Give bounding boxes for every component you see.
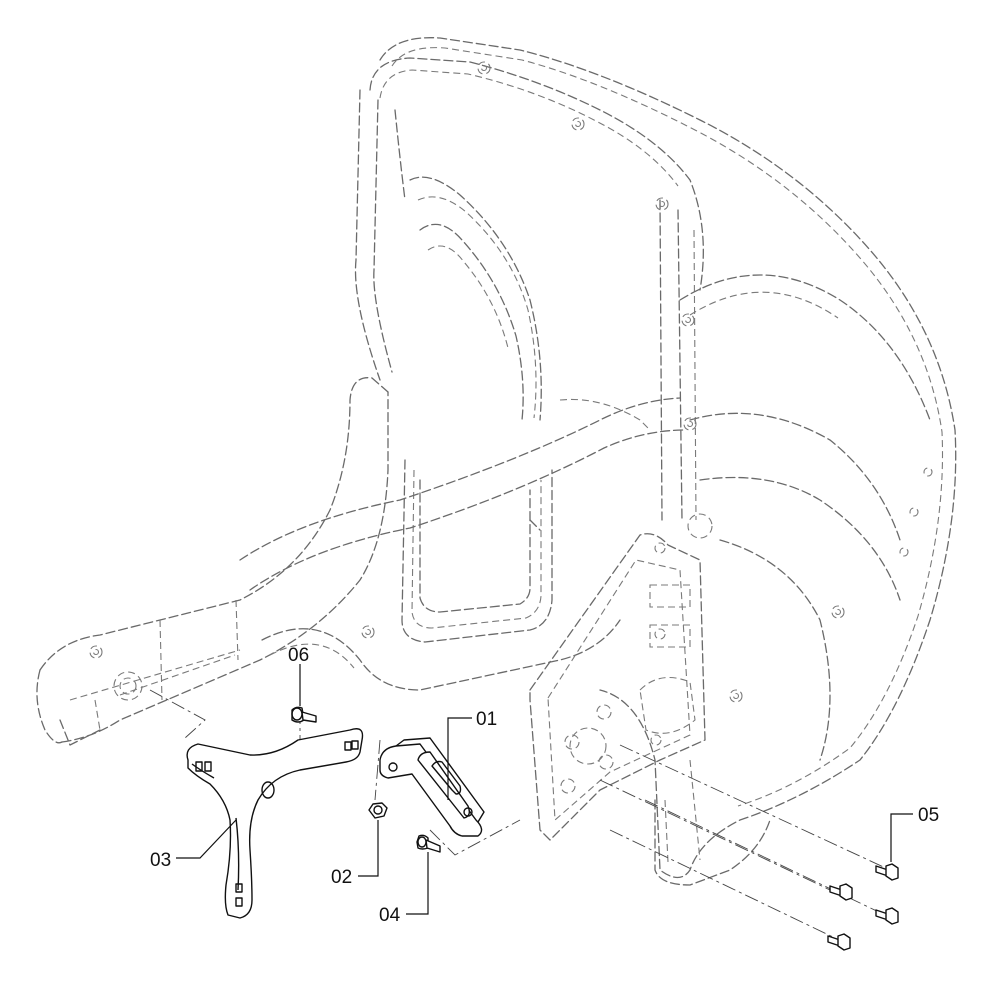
- mount-plate-phantom: [529, 533, 706, 841]
- leader-04: [406, 852, 429, 915]
- bolt-05-a: [875, 863, 899, 881]
- callout-02: 02: [331, 867, 352, 888]
- callout-03: 03: [150, 850, 171, 871]
- screw-part-06: [291, 706, 317, 723]
- assembly-centerlines: [149, 689, 891, 939]
- screw-part-04: [416, 834, 441, 853]
- shell-fasteners: [89, 61, 933, 703]
- leader-01: [447, 717, 472, 800]
- callout-06: 06: [288, 645, 309, 666]
- seat-back-phantom: [36, 37, 957, 886]
- bolt-05-c: [875, 907, 899, 925]
- bolt-05-d: [827, 933, 851, 951]
- y-bracket-part-03: [186, 728, 364, 919]
- leader-05: [890, 813, 913, 862]
- callout-labels: 01 02 03 04 05 06: [150, 645, 939, 926]
- bolt-05-b: [829, 883, 853, 901]
- leader-02: [358, 820, 379, 877]
- callout-01: 01: [476, 709, 497, 730]
- bolts-part-05: [827, 863, 899, 951]
- leader-03: [176, 819, 237, 859]
- leader-lines: [176, 664, 913, 915]
- callout-04: 04: [379, 905, 401, 926]
- u-bracket-part-01: [379, 737, 485, 837]
- callout-05: 05: [918, 805, 939, 826]
- nut-part-02: [368, 802, 388, 819]
